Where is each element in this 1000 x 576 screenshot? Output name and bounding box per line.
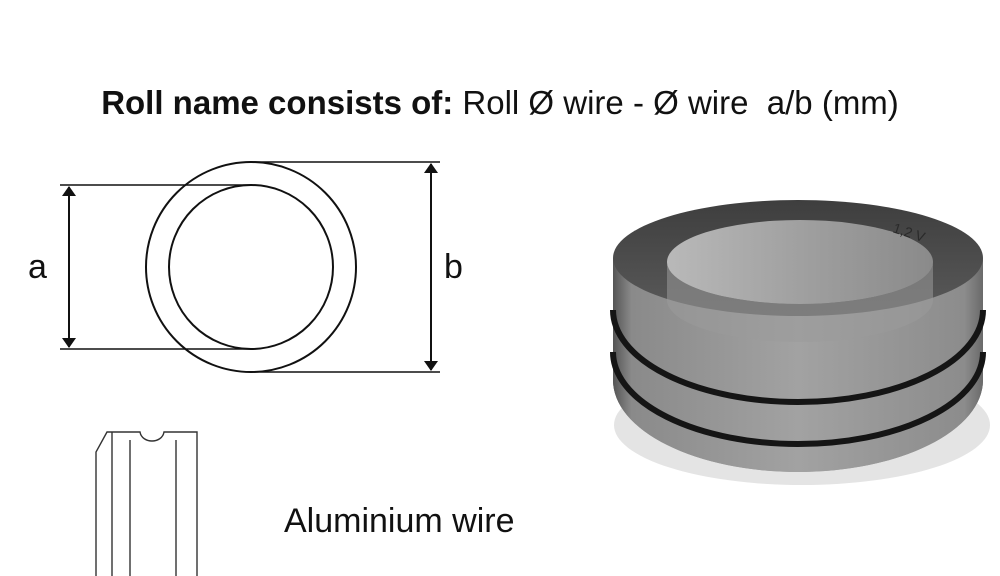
- heading-bold: Roll name consists of:: [101, 84, 454, 121]
- outer-circle: [145, 161, 357, 373]
- heading-rest: Roll Ø wire - Ø wire a/b (mm): [453, 84, 899, 121]
- roll-photo: 1,2 V: [610, 200, 990, 485]
- inner-circle: [168, 184, 334, 350]
- roll-bore: [667, 220, 933, 304]
- heading: Roll name consists of: Roll Ø wire - Ø w…: [0, 84, 1000, 122]
- roll-groove-lower: [610, 351, 986, 447]
- groove-profile-drawing: [95, 431, 198, 576]
- roll-groove-upper: [610, 309, 986, 405]
- profile-caption: Aluminium wire: [284, 502, 515, 540]
- inner-diameter-label: a: [28, 248, 47, 286]
- outer-diameter-label: b: [444, 248, 463, 286]
